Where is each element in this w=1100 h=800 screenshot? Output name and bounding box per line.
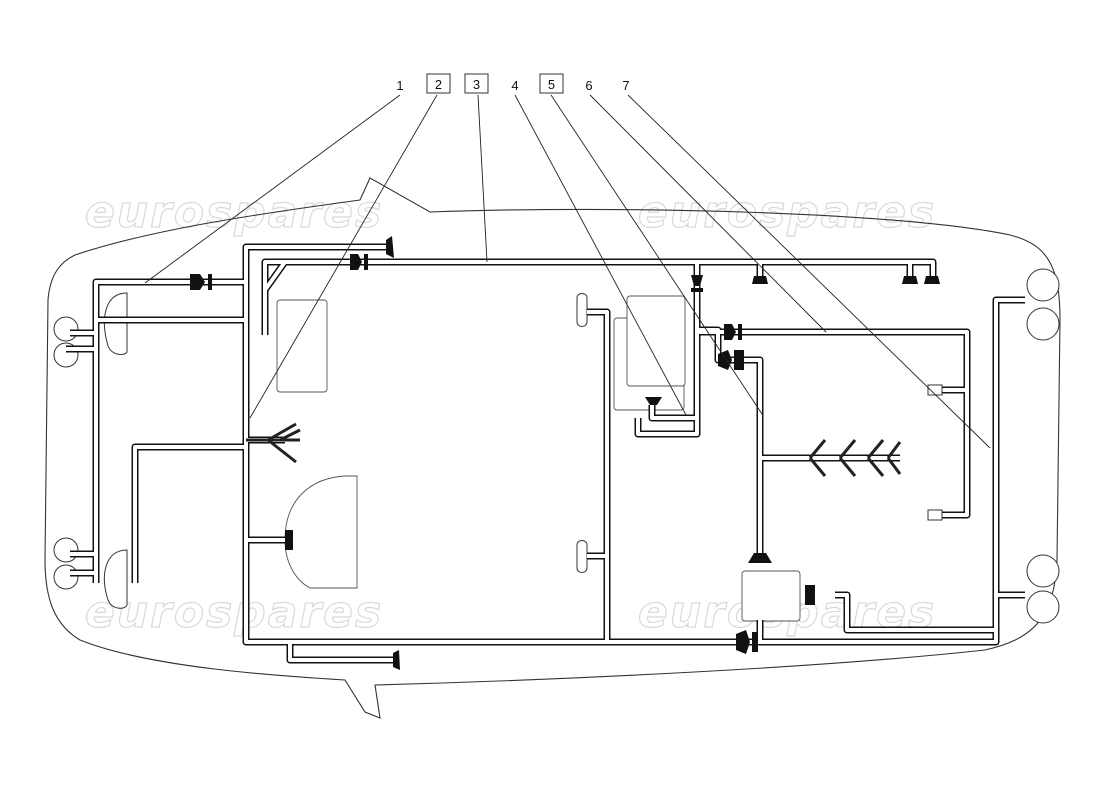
sensor-right-upper [927, 384, 943, 396]
callout-5: 5 [539, 73, 564, 94]
callout-box-2 [426, 73, 451, 94]
callout-3: 3 [464, 73, 489, 94]
connector-right-mid [718, 350, 744, 370]
leader-line-6 [589, 94, 827, 333]
left-branch-harness [131, 436, 285, 583]
callout-4: 4 [511, 78, 518, 93]
leader-line-7 [627, 94, 991, 449]
top-harness-inner [346, 260, 969, 555]
rear-lamp-3 [1026, 554, 1060, 588]
connector-top-mid [752, 276, 768, 284]
left-branch-harness-inner [133, 438, 285, 583]
leader-line-1 [144, 94, 401, 284]
rear-lamp-4 [1026, 590, 1060, 624]
left-seat-area [284, 475, 358, 589]
watermark-top-right: eurospares [638, 187, 936, 238]
door-light-left [576, 293, 588, 327]
connector-right-bottom [736, 630, 758, 654]
mid-vertical-harness-inner [587, 310, 609, 642]
connector-top-right-2 [924, 276, 940, 284]
callout-labels: 1 2 3 4 5 6 7 [396, 73, 630, 94]
front-main-harness [66, 278, 246, 583]
connector-bottom-end [393, 650, 400, 670]
callout-1: 1 [396, 78, 403, 93]
left-fork [246, 422, 301, 464]
center-inner-module [626, 295, 686, 387]
leader-line-2 [249, 94, 438, 419]
leader-line-4 [514, 94, 687, 416]
horn-connector [645, 397, 662, 405]
leader-lines [144, 94, 991, 449]
rear-lamp-1 [1026, 268, 1060, 302]
sensor-right-lower [927, 509, 943, 521]
callout-label-6: 6 [585, 78, 592, 93]
rear-junction-box [741, 570, 801, 622]
connector-junction-box [805, 585, 815, 605]
connector-top-end [386, 236, 394, 258]
left-dash-module [276, 299, 328, 393]
callout-box-3 [464, 73, 489, 94]
connectors [190, 236, 943, 670]
callout-label-7: 7 [622, 78, 629, 93]
car-body-outline [44, 177, 1061, 719]
leader-line-5 [550, 94, 763, 415]
callout-label-5: 5 [548, 77, 555, 92]
watermark-top-left: eurospares [85, 187, 383, 238]
callout-label-1: 1 [396, 78, 403, 93]
connector-center-top [691, 275, 703, 292]
front-indicator-4 [53, 564, 79, 590]
connector-top-right-1 [902, 276, 918, 284]
connector-front-left [190, 274, 212, 290]
interior-modules [276, 295, 801, 622]
right-spine-harness-inner [758, 456, 996, 642]
front-indicator-3 [53, 537, 79, 563]
leader-line-3 [477, 94, 488, 263]
connector-center-mid [724, 324, 742, 340]
front-left-lamp-lower [103, 549, 128, 609]
right-fork [808, 439, 902, 477]
watermark-layer: eurospares eurospares eurospares eurospa… [84, 186, 936, 638]
callout-2: 2 [426, 73, 451, 94]
door-light-right [576, 540, 588, 573]
front-main-harness-inner [66, 280, 246, 583]
callout-7: 7 [622, 78, 629, 93]
connector-top-left [350, 254, 368, 270]
branch-forks [246, 422, 902, 477]
rear-lamp-2 [1026, 307, 1060, 341]
callout-label-2: 2 [435, 77, 442, 92]
callout-label-3: 3 [473, 77, 480, 92]
bottom-harness-inner [288, 642, 393, 662]
car-outline [44, 177, 1061, 719]
connector-spine-bottom [748, 553, 772, 563]
upper-left-loop-inner [244, 245, 386, 335]
front-indicator-1 [53, 316, 79, 342]
callout-label-4: 4 [511, 78, 518, 93]
watermark-bottom-left: eurospares [85, 587, 383, 638]
left-vertical-harness-inner [244, 260, 1025, 644]
callout-box-5 [539, 73, 564, 94]
mid-vertical-harness [587, 308, 611, 642]
callout-6: 6 [585, 78, 592, 93]
center-loop-harness-inner [636, 330, 699, 436]
front-left-lamp-upper [103, 292, 128, 355]
connector-dash-left [285, 530, 293, 550]
